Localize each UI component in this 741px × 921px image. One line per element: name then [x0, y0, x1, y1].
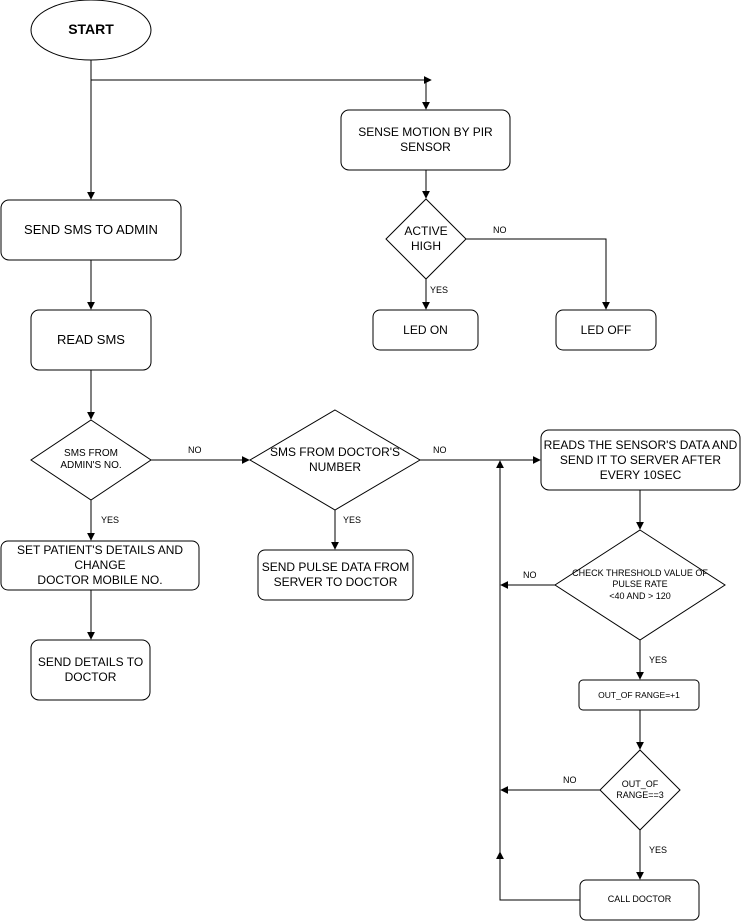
send-pulse-box — [257, 549, 414, 601]
admin-no-label: NO — [188, 445, 202, 455]
call-doctor-return-edge — [496, 851, 580, 901]
send-sms-admin-label: SEND SMS TO ADMIN — [24, 221, 158, 237]
sms-from-admin-label: SMS FROM ADMIN'S NO. — [60, 447, 122, 472]
send-pulse-label: SEND PULSE DATA FROM SERVER TO DOCTOR — [261, 560, 410, 589]
doctor-no-label: NO — [433, 445, 447, 455]
set-patient-label: SET PATIENT'S DETAILS AND CHANGE DOCTOR … — [16, 543, 184, 587]
check-threshold-label: CHECK THRESHOLD VALUE OF PULSE RATE <40 … — [572, 568, 708, 601]
led-on-label: LED ON — [403, 322, 448, 337]
read-sms-label: READ SMS — [57, 331, 125, 347]
active-yes-label: YES — [430, 285, 449, 295]
out-of-range-inc-label: OUT_OF RANGE=+1 — [598, 689, 680, 700]
start-label: START — [68, 21, 114, 38]
reads-sensor-label: READS THE SENSOR'S DATA AND SEND IT TO S… — [543, 437, 738, 482]
threshold-yes-label: YES — [649, 655, 668, 665]
active-no-edge — [466, 238, 610, 310]
out-of-range-inc-box — [578, 679, 700, 711]
range-yes-label: YES — [649, 845, 668, 855]
send-details-label: SEND DETAILS TO DOCTOR — [37, 655, 144, 684]
out-of-range-check-label: OUT_OF RANGE==3 — [616, 778, 664, 800]
active-high-label: ACTIVE HIGH — [404, 224, 448, 253]
led-off-label: LED OFF — [580, 322, 632, 337]
admin-yes-label: YES — [101, 515, 120, 525]
led-on-box — [372, 309, 479, 351]
active-no-label: NO — [493, 225, 507, 235]
set-patient-box — [0, 540, 200, 591]
send-details-box — [30, 639, 151, 701]
sense-motion-label: SENSE MOTION BY PIR SENSOR — [358, 125, 493, 154]
range-no-label: NO — [563, 775, 577, 785]
sms-from-doctor-label: SMS FROM DOCTOR'S NUMBER — [269, 445, 401, 474]
call-doctor-label: CALL DOCTOR — [607, 894, 672, 905]
doctor-yes-label: YES — [343, 515, 362, 525]
threshold-no-label: NO — [523, 570, 537, 580]
led-off-box — [555, 309, 657, 351]
